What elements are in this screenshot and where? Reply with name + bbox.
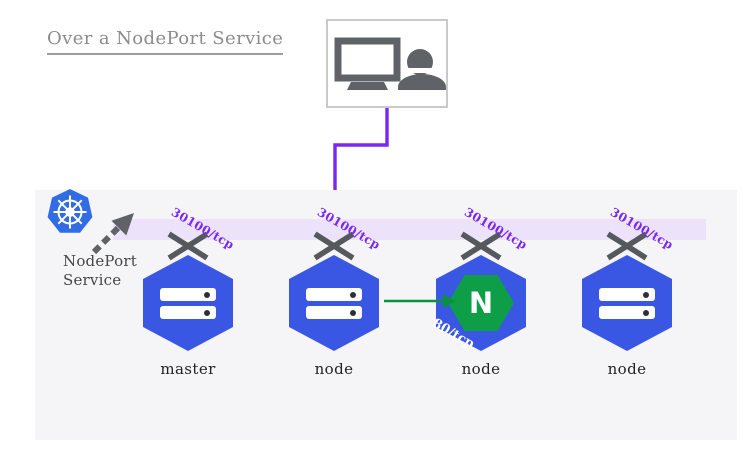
node-hexagon: [143, 255, 233, 351]
server-bar: [599, 306, 655, 319]
server-stack-icon: [160, 288, 216, 324]
user-icon: [398, 49, 446, 90]
nodeport-service-label: NodePort Service: [63, 252, 137, 290]
node-hexagon: [289, 255, 379, 351]
server-bar: [306, 288, 362, 301]
server-led-dot: [643, 291, 649, 298]
node-hexagon: [582, 255, 672, 351]
nodeport-band: [113, 219, 706, 240]
kubernetes-logo: [47, 189, 93, 233]
node-name-label: node: [607, 360, 647, 378]
cluster-node: 30100/tcp master: [113, 190, 263, 390]
monitor-icon: [334, 37, 401, 90]
node-name-label: node: [461, 360, 501, 378]
x-mark-icon: [460, 231, 502, 261]
x-mark-icon: [313, 231, 355, 261]
page-title: Over a NodePort Service: [47, 28, 284, 55]
nodeport-service-label-line2: Service: [63, 271, 122, 289]
server-led-dot: [350, 291, 356, 298]
nginx-logo: N: [448, 275, 514, 331]
nginx-letter: N: [468, 285, 494, 320]
nginx-routing-arrow: [384, 294, 455, 308]
client-box: [326, 19, 448, 108]
cluster-node: 30100/tcp node: [259, 190, 409, 390]
server-stack-icon: [599, 288, 655, 324]
cluster-node: 30100/tcp node: [552, 190, 702, 390]
nodeport-pointer-arrow: [91, 213, 134, 255]
node-name-label: node: [314, 360, 354, 378]
server-led-dot: [204, 291, 210, 298]
server-bar: [160, 306, 216, 319]
node-name-label: master: [160, 360, 216, 378]
server-bar: [306, 306, 362, 319]
nodeport-service-label-line1: NodePort: [63, 252, 137, 270]
node-hexagon: N: [436, 255, 526, 351]
x-mark-icon: [606, 231, 648, 261]
cluster-node: 30100/tcp N 80/tcp node: [406, 190, 556, 390]
server-led-dot: [643, 309, 649, 316]
server-led-dot: [204, 309, 210, 316]
x-mark-icon: [167, 231, 209, 261]
client-icons: [334, 37, 446, 90]
server-led-dot: [350, 309, 356, 316]
server-bar: [599, 288, 655, 301]
server-bar: [160, 288, 216, 301]
server-stack-icon: [306, 288, 362, 324]
